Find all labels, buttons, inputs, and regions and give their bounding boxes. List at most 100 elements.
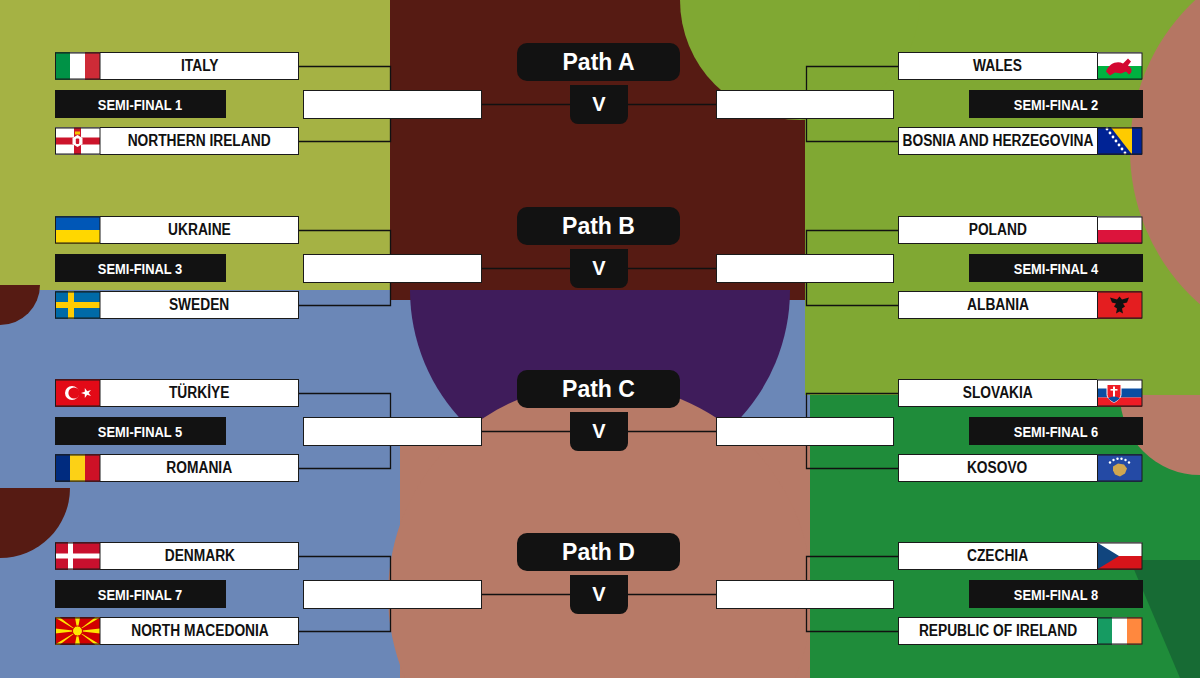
node-text: CZECHIA xyxy=(967,547,1028,565)
stage-label: SEMI-FINAL 7 xyxy=(55,580,226,608)
flag-romania xyxy=(55,455,100,482)
versus-tab: V xyxy=(570,575,628,614)
flag-stripe xyxy=(1127,618,1142,645)
flag-star xyxy=(1128,461,1130,463)
flag-cross xyxy=(1113,387,1115,398)
flag-field xyxy=(55,380,100,407)
node-text: Path A xyxy=(563,49,635,76)
flag-frame xyxy=(1098,455,1143,481)
node-text: ITALY xyxy=(181,57,218,75)
node-text: WALES xyxy=(973,57,1022,75)
flag-star xyxy=(1121,148,1124,151)
node-text: SEMI-FINAL 8 xyxy=(1014,586,1098,603)
flag-star xyxy=(1112,459,1114,461)
winner-slot xyxy=(717,418,894,446)
flag-triangle xyxy=(1097,543,1119,570)
flag-star xyxy=(73,135,83,147)
flag-field xyxy=(55,128,100,155)
flag-denmark xyxy=(55,543,100,570)
flag-ukraine xyxy=(55,217,100,244)
flag-star xyxy=(1109,461,1111,463)
node-text: BOSNIA AND HERZEGOVINA xyxy=(902,132,1093,150)
flag-crescent xyxy=(68,387,79,398)
flag-crescent xyxy=(65,386,79,400)
flag-stripe xyxy=(1097,230,1142,244)
winner-slot xyxy=(304,581,482,609)
path-tab: Path C xyxy=(517,370,680,408)
node-text: KOSOVO xyxy=(967,459,1027,477)
node-text: ALBANIA xyxy=(967,296,1029,314)
flag-stripe xyxy=(55,230,100,244)
flag-hills xyxy=(1108,397,1120,403)
background-olive xyxy=(0,0,400,290)
path-tab: Path D xyxy=(517,533,680,571)
node-text: POLAND xyxy=(968,221,1026,239)
flag-stripe xyxy=(70,53,85,80)
flag-star xyxy=(1124,459,1126,461)
flag-field xyxy=(55,618,100,645)
node-text: SEMI-FINAL 6 xyxy=(1014,423,1098,440)
flag-frame xyxy=(56,292,101,318)
winner-slot xyxy=(304,255,482,283)
flag-stripe xyxy=(1097,618,1112,645)
path-tab: Path B xyxy=(517,207,680,245)
flag-field xyxy=(1097,128,1142,155)
winner-slot xyxy=(717,255,894,283)
flag-frame xyxy=(1098,217,1143,243)
node-text: SLOVAKIA xyxy=(962,384,1032,402)
stage-label: SEMI-FINAL 6 xyxy=(969,417,1143,445)
flag-frame xyxy=(56,380,101,406)
winner-slot xyxy=(717,581,894,609)
node-text: TÜRKİYE xyxy=(169,384,229,402)
flag-dragon xyxy=(1106,59,1132,76)
stage-label: SEMI-FINAL 8 xyxy=(969,580,1143,608)
flag-wales xyxy=(1097,53,1142,80)
node-text: V xyxy=(592,93,605,116)
node-text: REPUBLIC OF IRELAND xyxy=(918,622,1076,640)
flag-poland xyxy=(1097,217,1142,244)
winner-slot xyxy=(304,418,482,446)
node-text: Path C xyxy=(562,376,635,403)
flag-triangle xyxy=(1111,128,1132,155)
node-text: Path D xyxy=(562,539,635,566)
flag-map xyxy=(1113,464,1127,477)
flag-star xyxy=(1118,144,1121,147)
versus-tab: V xyxy=(570,412,628,451)
flag-cross xyxy=(55,138,100,145)
node-text: SEMI-FINAL 1 xyxy=(98,96,182,113)
flag-bosnia xyxy=(1097,128,1142,155)
node-text: NORTH MACEDONIA xyxy=(131,622,269,640)
flag-ireland xyxy=(1097,618,1142,645)
node-text: V xyxy=(592,257,605,280)
stage-label: SEMI-FINAL 3 xyxy=(55,254,226,282)
flag-italy xyxy=(55,53,100,80)
flag-sweden xyxy=(55,292,100,319)
flag-field xyxy=(55,543,100,570)
flag-star xyxy=(1112,136,1115,139)
flag-field xyxy=(55,292,100,319)
node-text: Path B xyxy=(562,213,635,240)
node-text: SEMI-FINAL 4 xyxy=(1014,260,1098,277)
path-tab: Path A xyxy=(517,43,680,81)
flag-frame xyxy=(1098,128,1143,154)
flag-northern-ireland xyxy=(55,128,100,155)
flag-star xyxy=(81,388,91,398)
flag-shield xyxy=(1107,385,1121,403)
flag-cross xyxy=(55,554,100,559)
flag-field xyxy=(1097,455,1142,482)
winner-slot xyxy=(717,91,894,119)
node-text: SEMI-FINAL 7 xyxy=(98,586,182,603)
flag-stripe xyxy=(55,217,100,231)
node-text: SEMI-FINAL 2 xyxy=(1014,96,1098,113)
flag-stripe xyxy=(55,53,70,80)
flag-cross xyxy=(55,302,100,308)
flag-frame xyxy=(56,217,101,243)
background-arc xyxy=(0,285,40,325)
flag-stripe xyxy=(85,455,100,482)
stage-label: SEMI-FINAL 1 xyxy=(55,90,226,118)
flag-frame xyxy=(1098,53,1143,79)
node-text: SWEDEN xyxy=(169,296,229,314)
flag-frame xyxy=(56,455,101,481)
winner-slot xyxy=(304,91,482,119)
flag-frame xyxy=(1098,380,1143,406)
